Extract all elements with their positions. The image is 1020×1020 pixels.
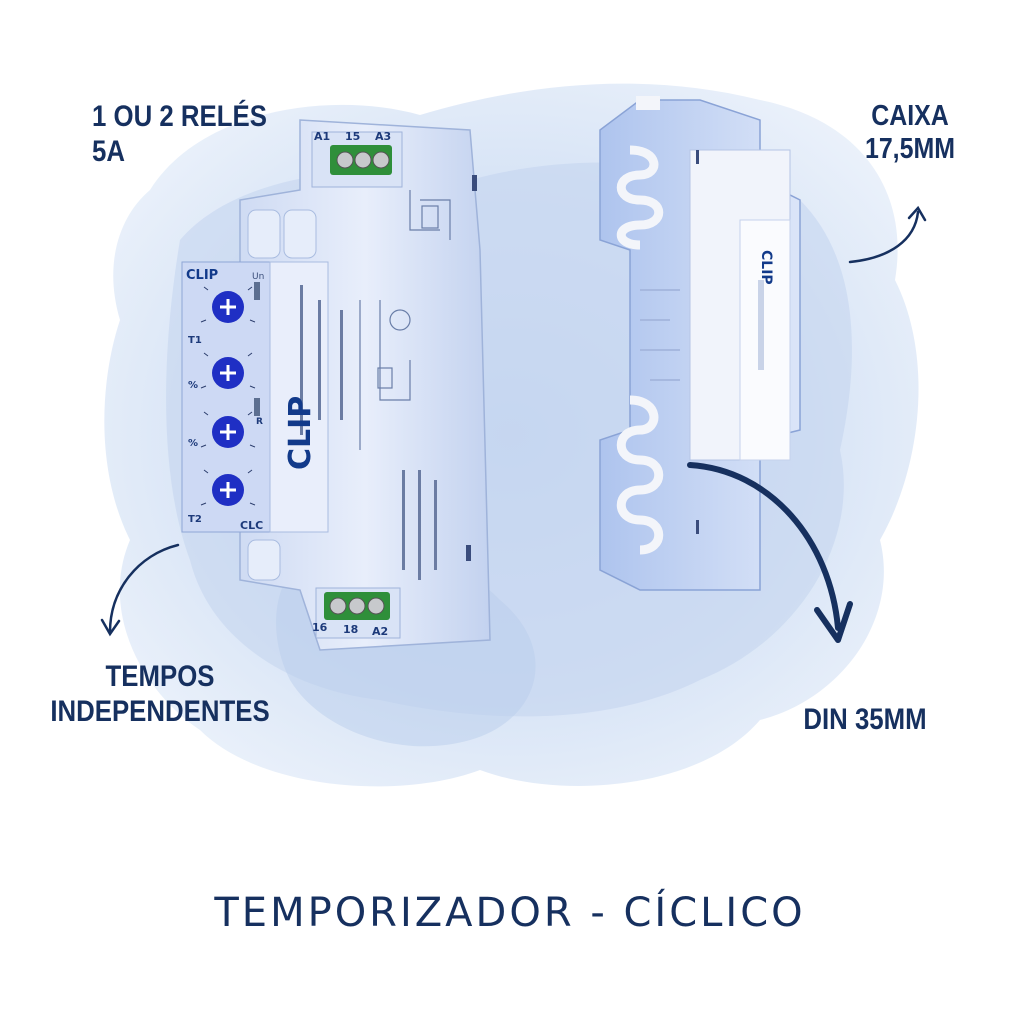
front-relay-device: [181, 119, 491, 651]
caixa-line-2: 17,5MM: [864, 133, 956, 166]
tempos-line-2: INDEPENDENTES: [50, 694, 270, 728]
tempos-line-1: TEMPOS: [105, 660, 215, 693]
side-relay-device: [599, 96, 801, 591]
curved-arrow-icon: [848, 205, 927, 264]
page-title: TEMPORIZADOR - CÍCLICO: [214, 890, 806, 936]
caixa-label: CAIXA 17,5MM: [841, 100, 979, 167]
din-label: DIN 35MM: [783, 703, 946, 738]
relays-text: 1 OU 2 RELÉS 5A: [92, 100, 267, 168]
timer-knob-t1: [212, 291, 244, 323]
relays-label: 1 OU 2 RELÉS 5A: [92, 100, 298, 169]
curved-arrow-icon: [687, 462, 853, 643]
percent-knob-1: [212, 357, 244, 389]
tempos-label: TEMPOS INDEPENDENTES: [48, 660, 272, 729]
din-text: DIN 35MM: [803, 703, 927, 736]
bottom-terminal-block: [324, 592, 390, 620]
timer-knob-t2: [212, 474, 244, 506]
percent-knob-2: [212, 416, 244, 448]
top-terminal-block: [330, 145, 392, 175]
caixa-line-1: CAIXA: [871, 100, 949, 132]
curved-arrow-icon: [100, 543, 180, 637]
